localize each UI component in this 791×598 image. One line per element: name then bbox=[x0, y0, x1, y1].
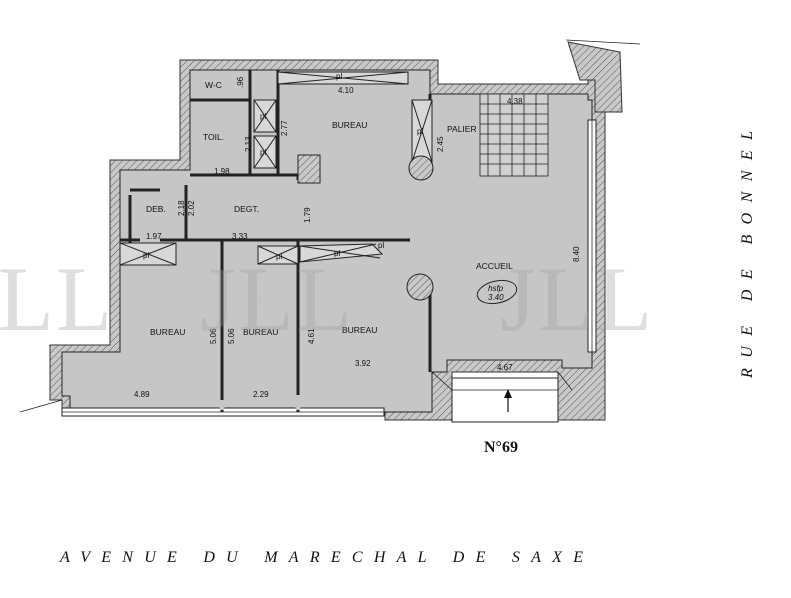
dimension-label: 5.06 bbox=[227, 328, 236, 344]
staircase bbox=[479, 93, 549, 177]
placard-label: pl bbox=[260, 112, 266, 121]
ceiling-height-label: hsfp bbox=[488, 284, 504, 293]
ceiling-height-ellipse bbox=[476, 279, 518, 305]
structural-column bbox=[297, 154, 321, 184]
corner-pillar bbox=[567, 41, 623, 113]
placard-label: pl bbox=[276, 252, 282, 261]
watermark-jll: JLL bbox=[500, 248, 654, 350]
placard-label: pl bbox=[378, 241, 384, 250]
dimension-label: 2.13 bbox=[244, 136, 253, 152]
dimension-label: 4.61 bbox=[307, 328, 316, 344]
dimension-label: 4.10 bbox=[338, 86, 354, 95]
entrance-arrow bbox=[504, 389, 512, 412]
dimension-label: .96 bbox=[236, 76, 245, 88]
room-label-wc: W-C bbox=[205, 80, 222, 90]
dimension-label: 4.67 bbox=[497, 363, 513, 372]
placard-label: pl bbox=[334, 249, 340, 258]
round-column bbox=[408, 155, 434, 181]
room-label-degt: DEGT. bbox=[234, 204, 259, 214]
entrance-door bbox=[431, 371, 573, 423]
placard-label: pl bbox=[417, 127, 423, 136]
room-label-bureau-mid: BUREAU bbox=[243, 327, 278, 337]
scan-texture bbox=[149, 119, 561, 381]
placard-label: pl bbox=[336, 72, 342, 81]
entrance-number: N°69 bbox=[484, 439, 518, 456]
dimension-label: 2.02 bbox=[187, 200, 196, 216]
street-name-bottom: AVENUE DU MARECHAL DE SAXE bbox=[59, 549, 592, 566]
ceiling-height-value: 3.40 bbox=[488, 293, 504, 302]
dimension-label: 2.29 bbox=[253, 390, 269, 399]
dimension-label: 3.33 bbox=[232, 232, 248, 241]
room-label-bureau-left: BUREAU bbox=[150, 327, 185, 337]
room-label-bureau-right: BUREAU bbox=[342, 325, 377, 335]
dimension-label: 2.77 bbox=[280, 120, 289, 136]
dimension-label: 8.40 bbox=[572, 246, 581, 262]
placard-boxes bbox=[119, 71, 433, 266]
dimension-label: 4.38 bbox=[507, 97, 523, 106]
dimension-label: 3.92 bbox=[355, 359, 371, 368]
placard-label: pl bbox=[143, 251, 149, 260]
room-label-palier: PALIER bbox=[447, 124, 477, 134]
placard-label: pl bbox=[260, 148, 266, 157]
watermark-jll: JLL bbox=[0, 248, 114, 350]
street-name-right: RUE DE BONNEL bbox=[739, 122, 756, 379]
round-column bbox=[406, 273, 434, 301]
dimension-label: 4.89 bbox=[134, 390, 150, 399]
room-label-accueil: ACCUEIL bbox=[476, 261, 513, 271]
door-openings bbox=[140, 172, 360, 410]
watermark-jll: JLL bbox=[200, 248, 354, 350]
dimension-label: 2.18 bbox=[177, 200, 186, 216]
room-label-deb: DEB. bbox=[146, 204, 166, 214]
dimension-label: 1.98 bbox=[214, 167, 230, 176]
dimension-label: 5.06 bbox=[209, 328, 218, 344]
dimension-label: 2.45 bbox=[436, 136, 445, 152]
dimension-label: 1.97 bbox=[146, 232, 162, 241]
room-label-toilet: TOIL. bbox=[203, 132, 224, 142]
dimension-label: 1.79 bbox=[303, 207, 312, 223]
room-label-bureau-top: BUREAU bbox=[332, 120, 367, 130]
